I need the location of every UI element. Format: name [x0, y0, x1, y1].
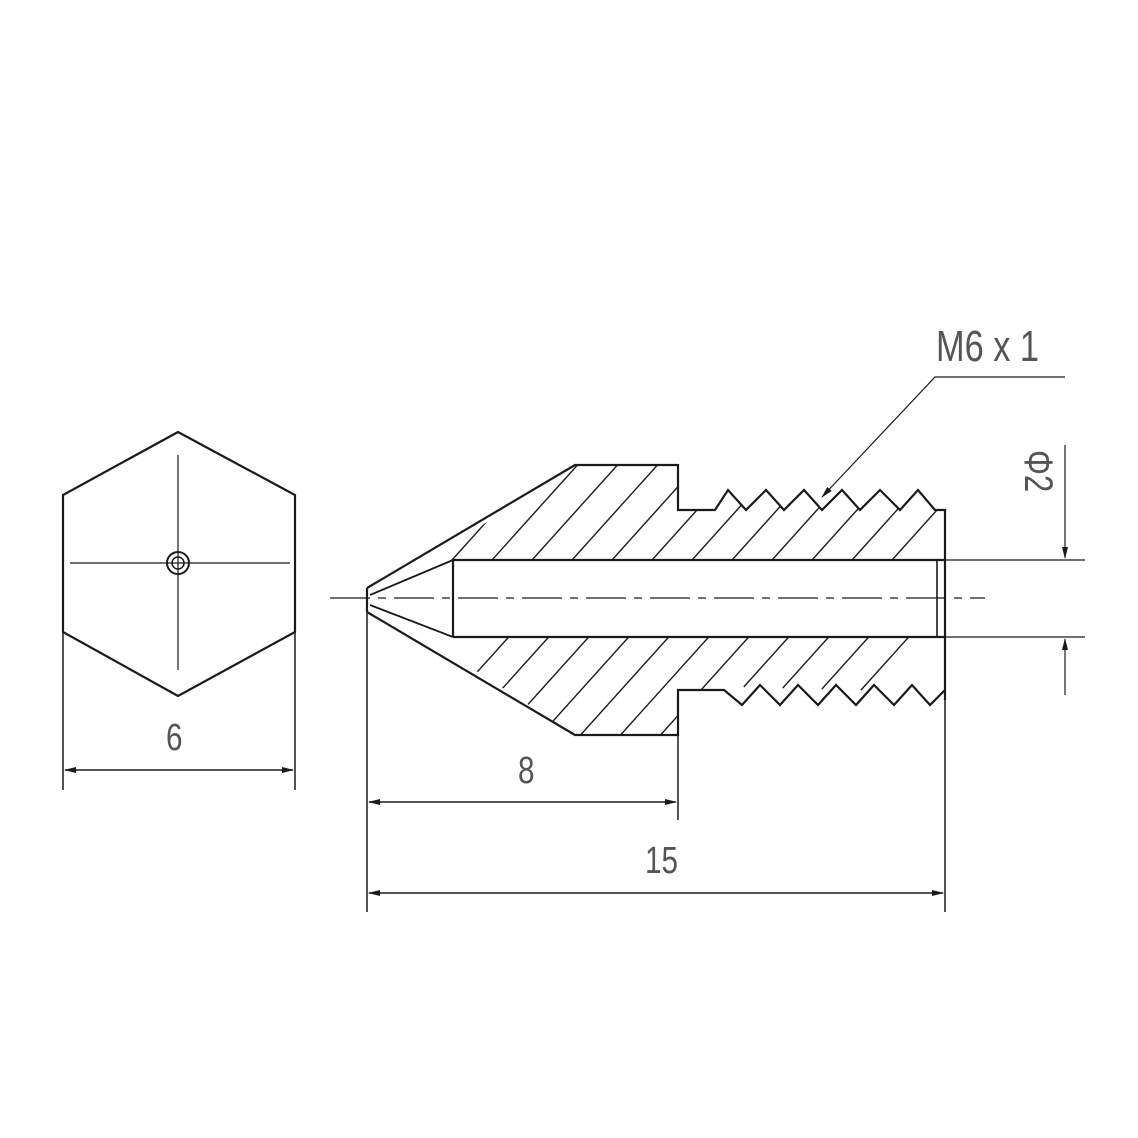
- hex-end-view: [61, 430, 297, 790]
- dimension-total-length: 15: [645, 840, 678, 882]
- dimension-hex-width: 6: [166, 717, 183, 759]
- bore-diameter-label: Φ2: [1016, 450, 1060, 493]
- dimension-hex-length: 8: [518, 750, 535, 792]
- side-section-view: [330, 376, 1085, 912]
- thread-spec-label: M6 x 1: [936, 322, 1039, 371]
